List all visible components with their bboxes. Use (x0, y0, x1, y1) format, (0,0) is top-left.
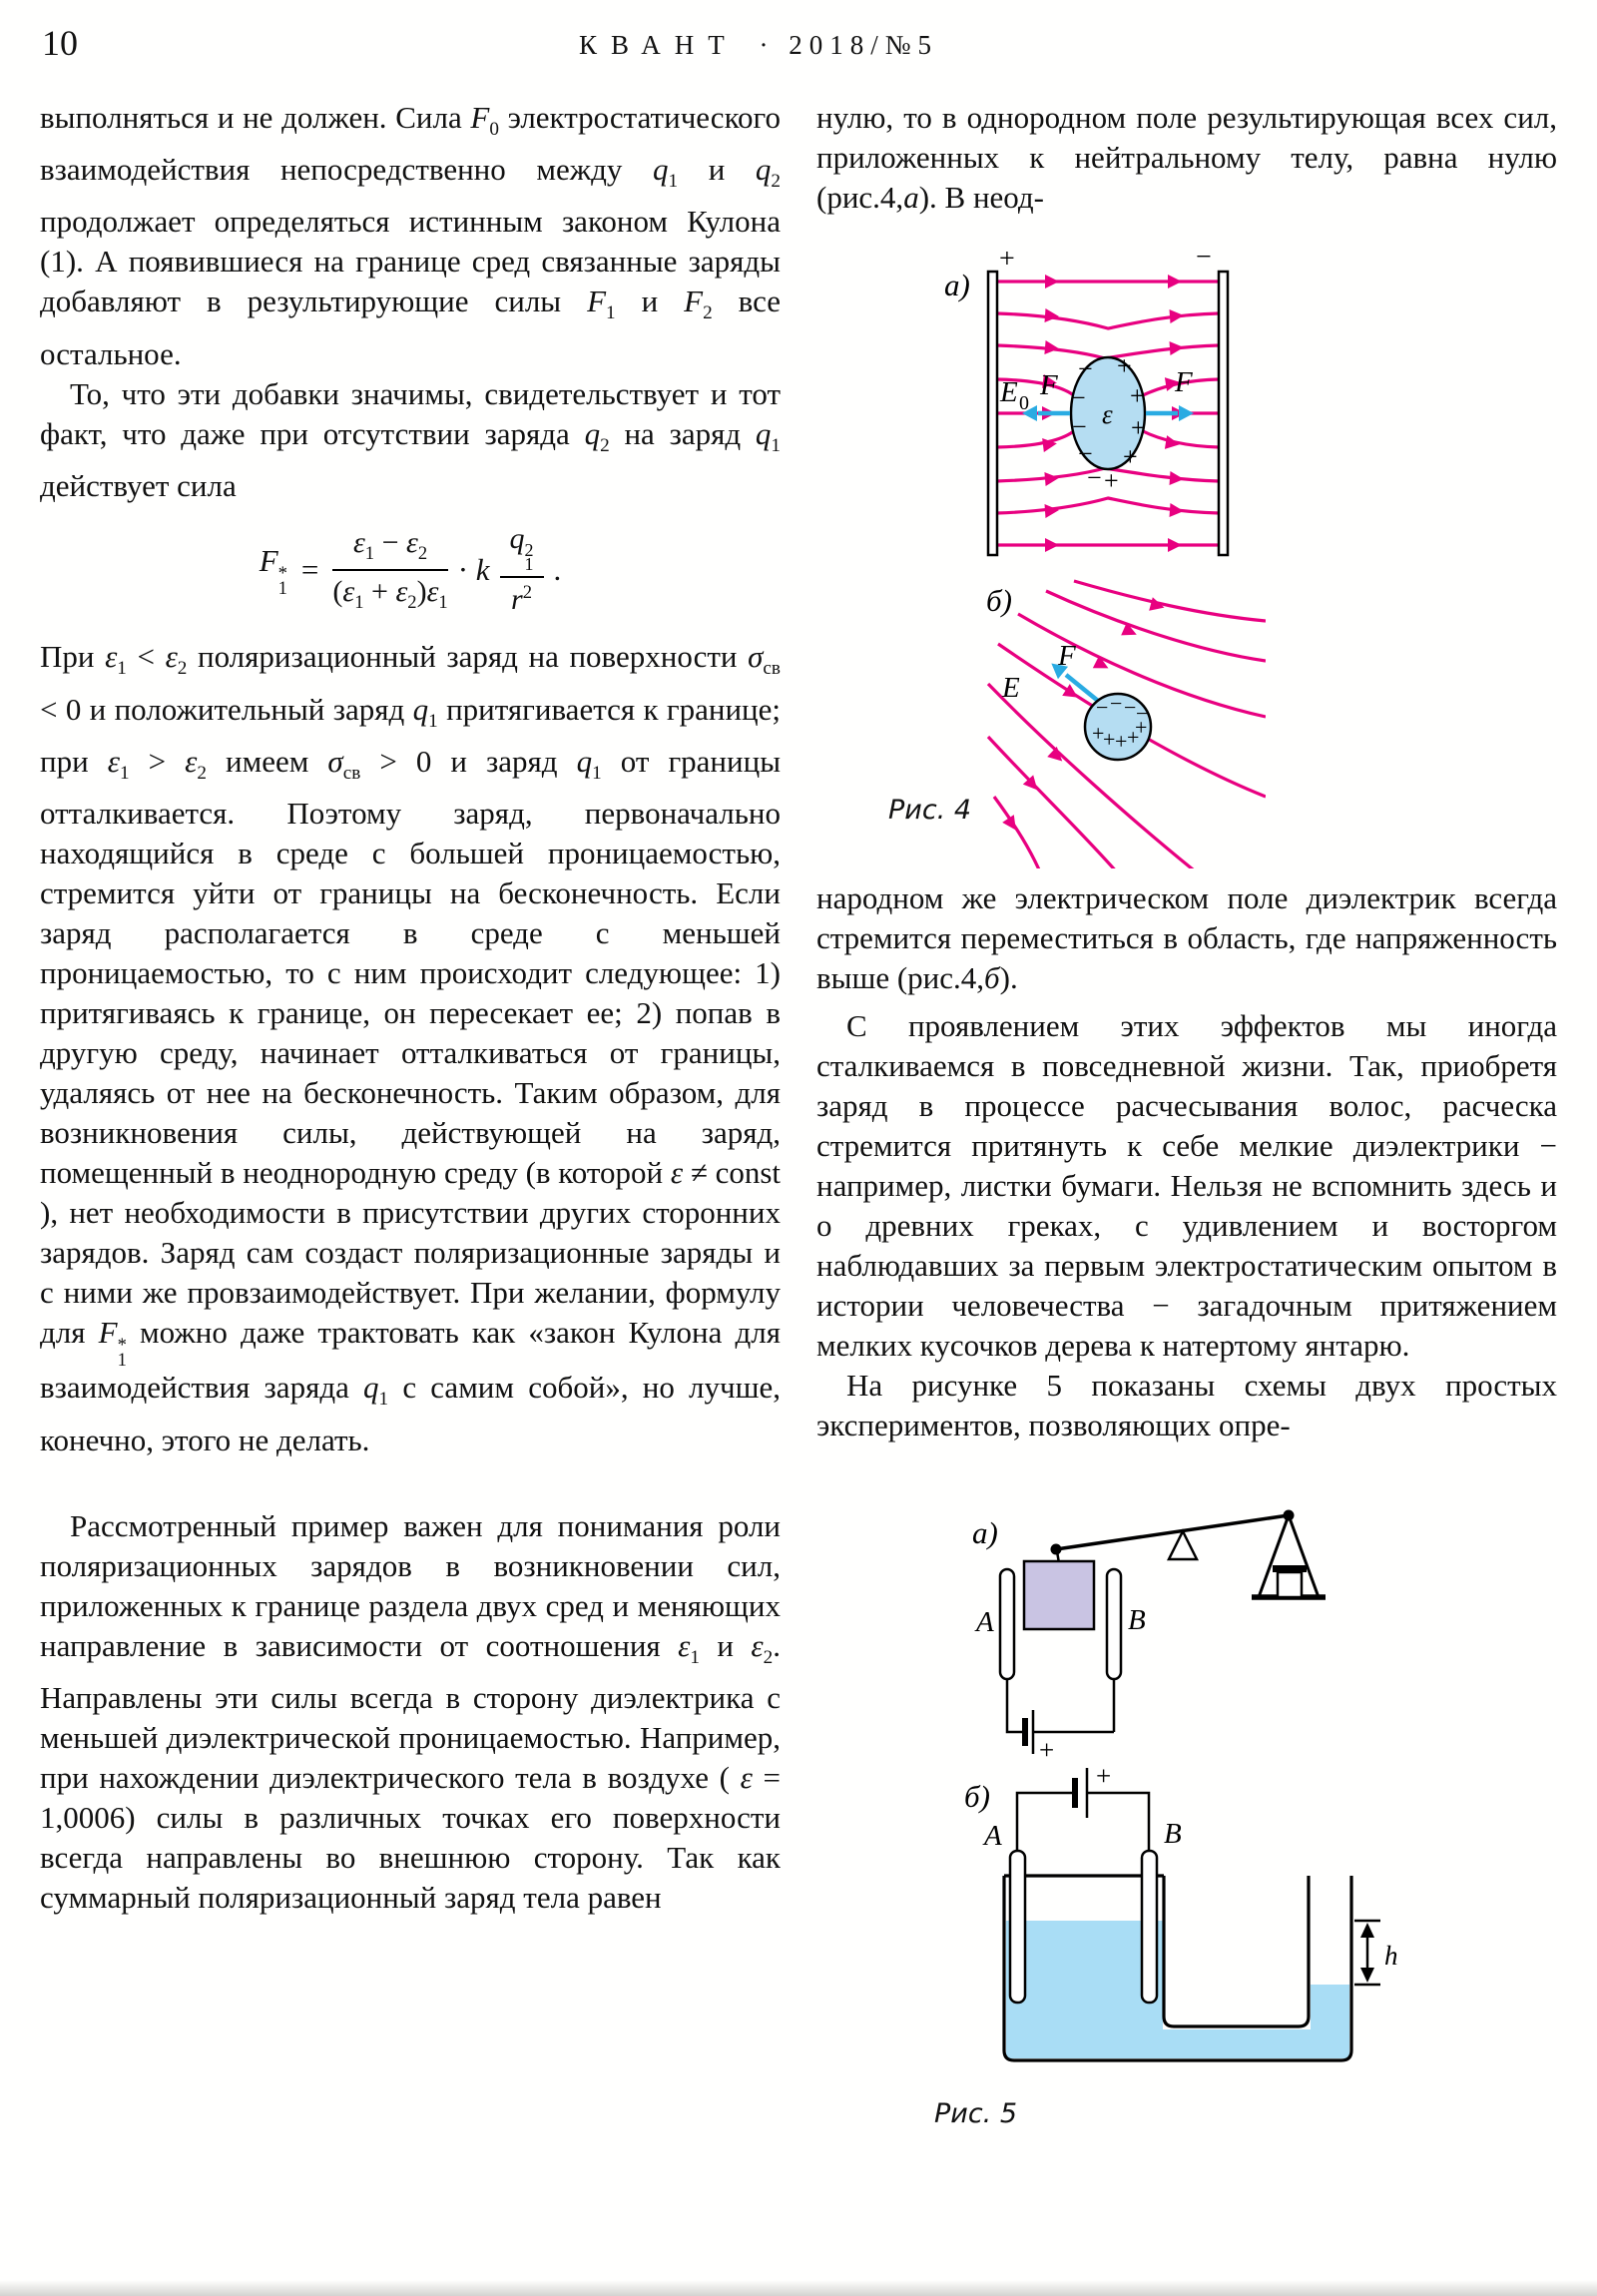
force-F-left-label: F (1039, 369, 1058, 401)
formula-period: . (553, 551, 562, 587)
svg-text:+: + (1103, 727, 1115, 752)
svg-text:−: − (1071, 383, 1086, 412)
plate-A (1008, 1849, 1027, 2005)
paragraph: нулю, то в однородном поле результирующа… (816, 100, 1557, 215)
polarization-charges: −− −− − ++ ++ + (1071, 351, 1146, 495)
plate-A-label: A (982, 1820, 1002, 1852)
fig5a-label: а) (972, 1515, 998, 1550)
journal-header: КВАНТ · 2018/№5 (0, 30, 1517, 61)
right-plate (1217, 270, 1230, 557)
svg-text:+: + (1131, 413, 1146, 442)
plate-B (1140, 1849, 1159, 2005)
header-separator: · (759, 30, 769, 60)
plate-B (1105, 1567, 1123, 1681)
page-number: 10 (42, 23, 78, 63)
circuit-wires (1005, 1679, 1116, 1734)
paragraph: При ε1 < ε2 поляризационный заряд на пов… (40, 639, 782, 1457)
marker-arrow-up (1360, 1923, 1374, 1938)
svg-text:−: − (1096, 695, 1108, 720)
figure-4-caption: Рис. 4 (888, 795, 972, 826)
paragraph: С проявлением этих эффектов мы иногда ст… (816, 1008, 1557, 1363)
svg-text:−: − (1136, 701, 1148, 726)
weight-body (1276, 1570, 1304, 1599)
field-E-label: E (1001, 672, 1020, 704)
polarization-charges: −− −− ++ ++ + (1092, 691, 1148, 754)
figure-4: а) (816, 252, 1557, 872)
left-plate-sign: + (999, 252, 1015, 275)
right-plate-sign: − (1196, 252, 1212, 273)
dielectric-body (1083, 692, 1153, 762)
weight-cap (1273, 1565, 1307, 1572)
fig5b-label: б) (964, 1779, 990, 1814)
paragraph: На рисунке 5 показаны схемы двух простых… (816, 1368, 1557, 1442)
svg-text:+: + (1127, 725, 1139, 750)
paragraph: народном же электрическом поле диэлектри… (816, 880, 1557, 995)
battery-plus-sign: + (1096, 1763, 1111, 1791)
svg-text:+: + (1115, 729, 1127, 754)
field-E0-label: E (999, 376, 1018, 408)
plate-B-label: B (1164, 1818, 1182, 1850)
svg-text:−: − (1124, 695, 1136, 720)
journal-issue: 2018/№5 (789, 30, 939, 60)
force-F-label: F (1057, 640, 1076, 672)
figure-5-caption: Рис. 5 (934, 2098, 1018, 2129)
plate-A (998, 1567, 1016, 1681)
field-E0-subscript: 0 (1019, 392, 1029, 414)
figure-5b-liquid-rise-experiment: б) + A B (964, 1763, 1398, 2062)
battery-plus-sign: + (1039, 1735, 1054, 1763)
plate-A-label: A (974, 1606, 994, 1638)
svg-text:+: + (1135, 715, 1147, 740)
force-F-right-label: F (1174, 366, 1193, 398)
fig4b-label: б) (986, 583, 1012, 618)
marker-arrow-down (1360, 1968, 1374, 1983)
svg-text:+: + (1130, 381, 1145, 410)
fig4a-label: а) (944, 268, 970, 302)
dielectric-block (1022, 1559, 1096, 1631)
force-arrow (1064, 673, 1100, 703)
height-h-label: h (1384, 1941, 1398, 1971)
svg-text:+: + (1092, 721, 1104, 746)
formula-middle: · k (457, 551, 490, 587)
paragraph: То, что эти добавки значимы, свидетельст… (40, 375, 781, 503)
figure-4a-uniform-field: а) (944, 252, 1230, 557)
figure-5a-balance-experiment: а) A B (972, 1509, 1326, 1763)
page-bottom-edge (0, 2280, 1597, 2296)
svg-text:−: − (1078, 354, 1093, 383)
equals-sign: = (300, 551, 319, 587)
svg-text:+: + (1123, 442, 1138, 471)
paragraph: Рассмотренный пример важен для понимания… (40, 1507, 782, 1915)
force-arrowhead-right (1179, 405, 1194, 421)
plate-B-label: B (1128, 1604, 1146, 1636)
svg-text:−: − (1072, 412, 1087, 441)
dielectric-liquid (1006, 1921, 1349, 2058)
svg-text:−: − (1087, 463, 1102, 492)
svg-text:+: + (1117, 351, 1132, 380)
fulcrum (1166, 1528, 1200, 1561)
dielectric-body (1069, 355, 1147, 471)
journal-title: КВАНТ (578, 30, 739, 60)
svg-text:−: − (1078, 439, 1093, 468)
fraction-epsilon: ε1 − ε2 (ε1 + ε2)ε1 (332, 525, 448, 614)
epsilon-label: ε (1102, 399, 1113, 429)
circuit-wires (1015, 1791, 1151, 1851)
figure-5: а) A B (816, 1507, 1557, 2166)
beam-left-pivot (1050, 1543, 1062, 1555)
vessel-walls (1002, 1874, 1353, 2062)
figure-4b-nonuniform-field: б) (986, 579, 1266, 868)
balance-beam (1055, 1513, 1290, 1551)
formula-lhs: F*1 (259, 542, 287, 599)
left-column: выполняться и не должен. Сила F0 электро… (40, 98, 781, 1918)
paragraph: выполняться и не должен. Сила F0 электро… (40, 100, 782, 371)
right-column: нулю, то в однородном поле результирующа… (816, 98, 1557, 2166)
svg-text:−: − (1110, 691, 1122, 716)
left-plate (986, 270, 999, 557)
svg-text:+: + (1104, 466, 1119, 495)
